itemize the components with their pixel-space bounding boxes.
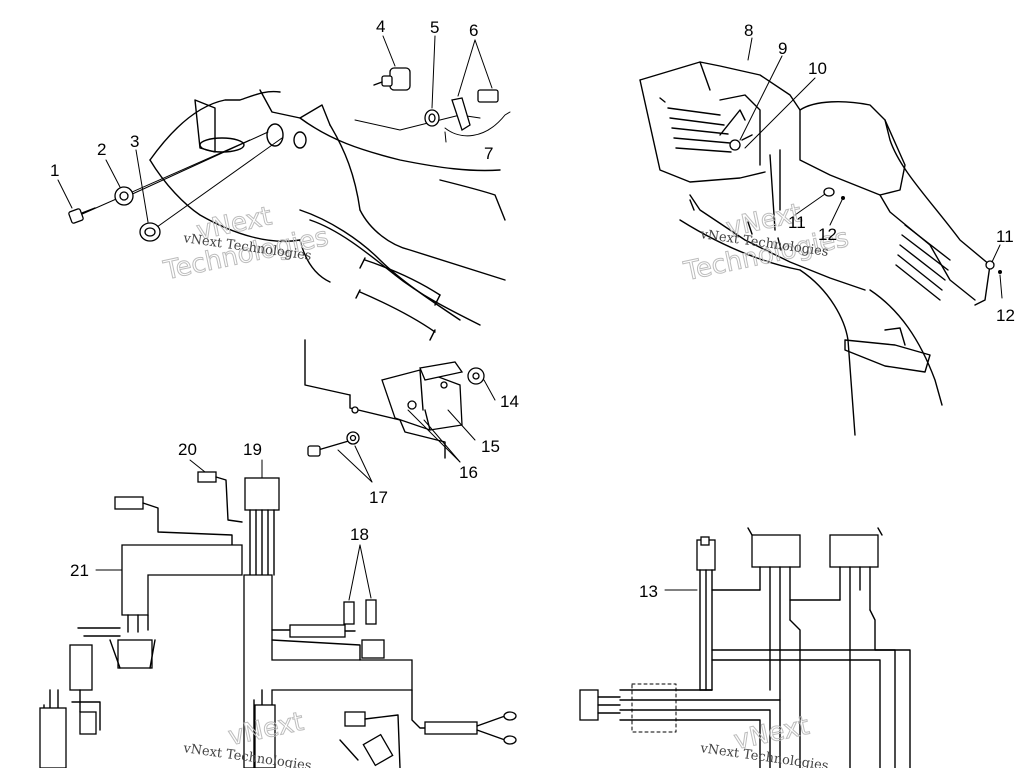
mount-bracket-assembly [304,339,485,459]
callout-21: 21 [70,561,89,580]
secondary-wiring-harness [579,527,911,768]
callout-19: 19 [243,440,262,459]
callout-5: 5 [430,18,439,37]
callout-leaders-bracket [337,379,496,483]
callout-9: 9 [778,39,787,58]
callout-17: 17 [369,488,388,507]
callout-leaders-top-right [739,37,1003,299]
callout-7: 7 [484,144,493,163]
callout-8: 8 [744,21,753,40]
callout-16: 16 [459,463,478,482]
main-wiring-harness [39,471,517,768]
callout-20: 20 [178,440,197,459]
callout-12-b: 12 [996,306,1015,325]
front-cowl-assembly [79,89,506,341]
callout-10: 10 [808,59,827,78]
fastener-parts-1-2-3 [68,186,161,242]
callout-13: 13 [639,582,658,601]
callout-15: 15 [481,437,500,456]
callout-2: 2 [97,140,106,159]
callout-12-a: 12 [818,225,837,244]
callout-3: 3 [130,132,139,151]
callout-11-b: 11 [996,227,1014,246]
callout-14: 14 [500,392,519,411]
callout-18: 18 [350,525,369,544]
callout-numbers: 1 2 3 4 5 6 7 8 9 10 11 12 11 12 13 14 1… [50,17,1015,601]
rear-panel-assembly [639,61,1002,436]
callout-4: 4 [376,17,385,36]
callout-leaders-harness [95,459,372,601]
callout-6: 6 [469,21,478,40]
switch-parts-4-5-6 [373,67,511,143]
callout-leaders-top-left [57,35,493,223]
callout-11-a: 11 [788,213,806,232]
callout-1: 1 [50,161,59,180]
